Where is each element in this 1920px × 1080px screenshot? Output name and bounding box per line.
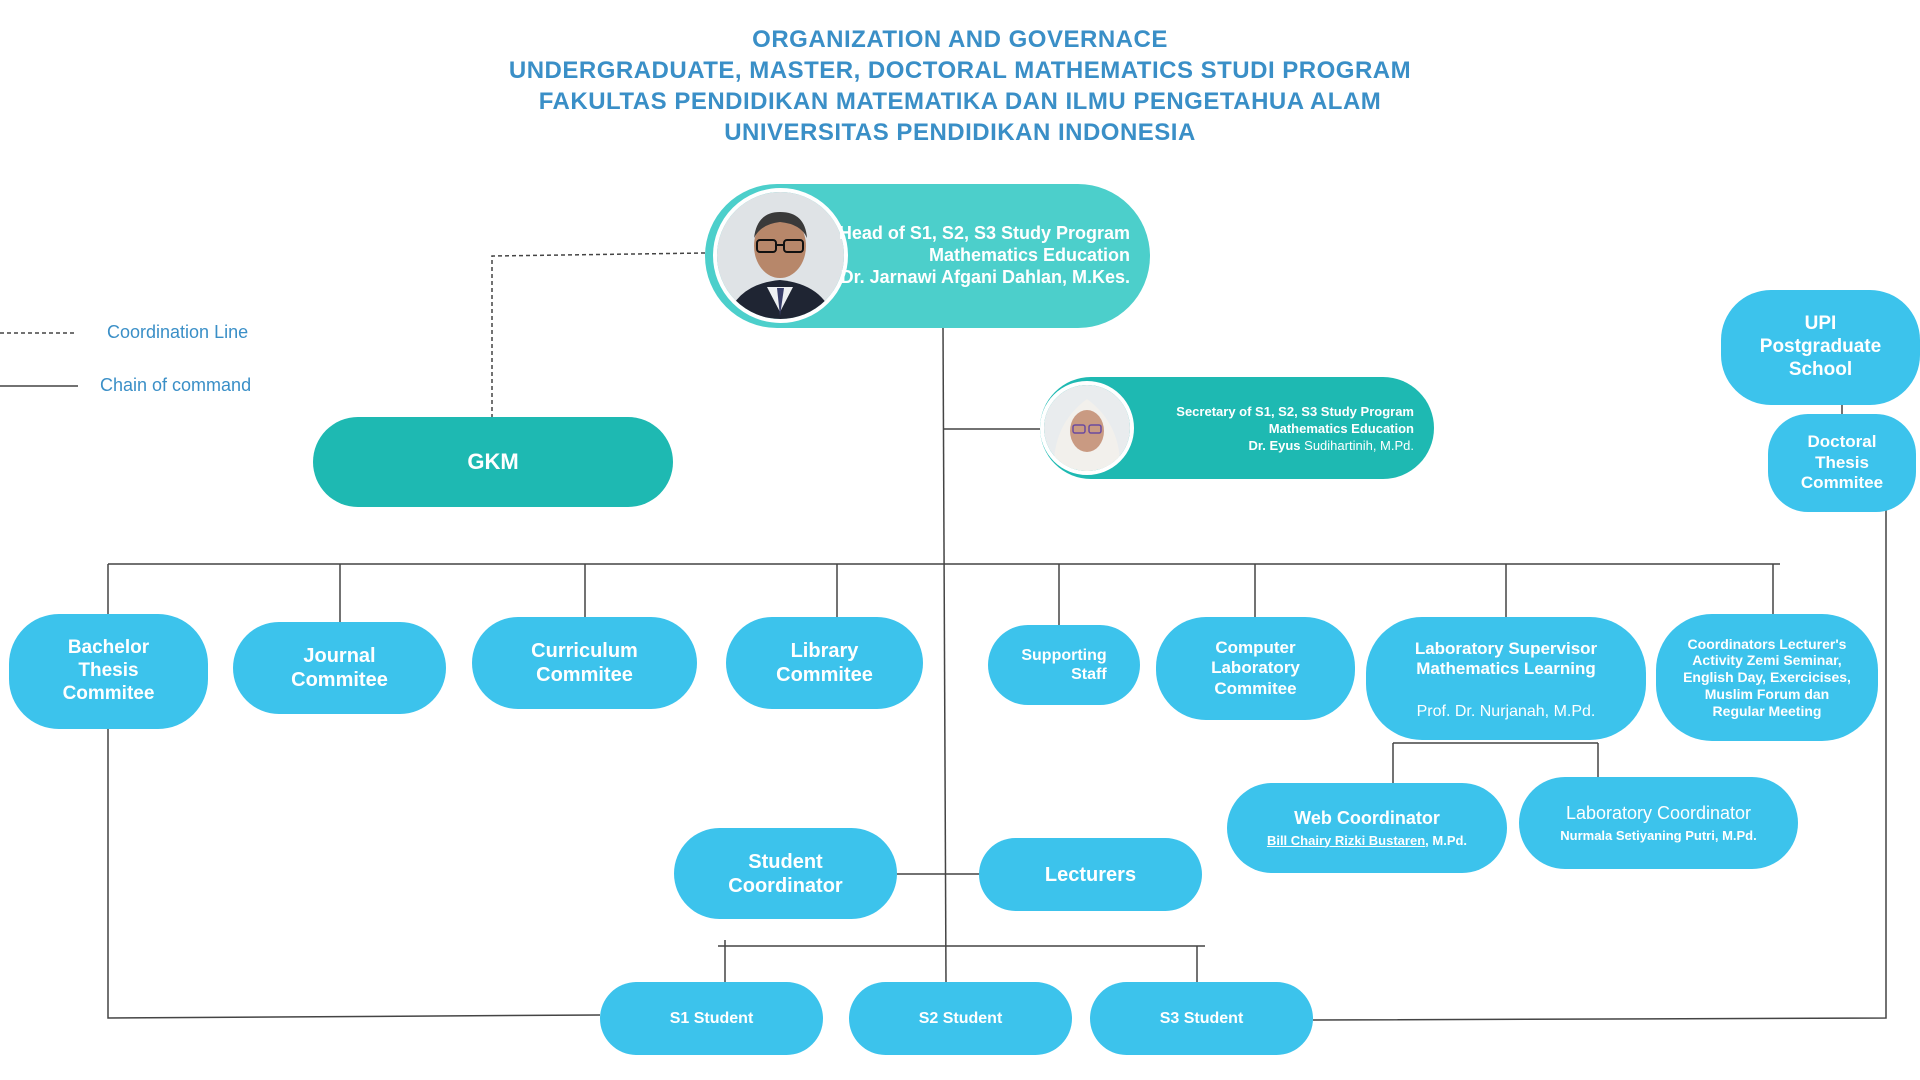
student-coordinator-node[interactable]: Student Coordinator xyxy=(674,828,897,919)
legend-command-label: Chain of command xyxy=(100,375,252,395)
head-title: Head of S1, S2, S3 Study Program xyxy=(838,223,1130,243)
lecturers-label: Lecturers xyxy=(1044,863,1137,886)
upi-postgraduate-node[interactable]: UPI Postgraduate School xyxy=(1721,290,1920,405)
web-coordinator-title: Web Coordinator xyxy=(1294,807,1440,828)
title-line-2: UNDERGRADUATE, MASTER, DOCTORAL MATHEMAT… xyxy=(508,57,1412,84)
lab-coordinator-node[interactable]: Laboratory Coordinator Nurmala Setiyanin… xyxy=(1519,777,1798,869)
supporting-staff-node[interactable]: Supporting Staff xyxy=(988,625,1140,705)
head-photo xyxy=(713,188,848,323)
lab-coordinator-name: Nurmala Setiyaning Putri, M.Pd. xyxy=(1560,827,1757,843)
main-trunk-line xyxy=(942,326,947,983)
gkm-coordination-line xyxy=(491,252,706,417)
head-name: Dr. Jarnawi Afgani Dahlan, M.Kes. xyxy=(840,267,1130,287)
secretary-program: Mathematics Education xyxy=(1268,421,1414,436)
lab-supervisor-name: Prof. Dr. Nurjanah, M.Pd. xyxy=(1416,702,1596,720)
head-program: Mathematics Education xyxy=(928,245,1130,265)
gkm-label: GKM xyxy=(467,448,519,474)
s1-student-label: S1 Student xyxy=(669,1009,754,1027)
library-committee-node[interactable]: Library Commitee xyxy=(726,617,923,709)
bachelor-thesis-label: Bachelor Thesis Commitee xyxy=(62,637,155,704)
doctoral-thesis-label: Doctoral Thesis Commitee xyxy=(1800,432,1884,493)
s3-student-node[interactable]: S3 Student xyxy=(1090,982,1313,1055)
upi-postgraduate-label: UPI Postgraduate School xyxy=(1759,313,1882,380)
s2-student-node[interactable]: S2 Student xyxy=(849,982,1072,1055)
lecturers-node[interactable]: Lecturers xyxy=(979,838,1202,911)
gkm-node[interactable]: GKM xyxy=(313,417,673,507)
curriculum-committee-node[interactable]: Curriculum Commitee xyxy=(472,617,697,709)
secretary-title: Secretary of S1, S2, S3 Study Program xyxy=(1176,404,1414,419)
lab-coordinator-title: Laboratory Coordinator xyxy=(1565,802,1752,823)
supporting-staff-label: Supporting Staff xyxy=(1021,646,1107,683)
coordinators-lecturer-label: Coordinators Lecturer's Activity Zemi Se… xyxy=(1683,635,1851,719)
secretary-photo xyxy=(1040,381,1134,475)
page-title: ORGANIZATION AND GOVERNACE UNDERGRADUATE… xyxy=(0,24,1920,148)
s2-student-label: S2 Student xyxy=(918,1009,1003,1027)
coordinators-lecturer-node[interactable]: Coordinators Lecturer's Activity Zemi Se… xyxy=(1656,614,1878,741)
s3-student-label: S3 Student xyxy=(1159,1009,1244,1027)
title-line-4: UNIVERSITAS PENDIDIKAN INDONESIA xyxy=(724,119,1196,146)
s1-student-node[interactable]: S1 Student xyxy=(600,982,823,1055)
secretary-name: Dr. Eyus Sudihartinih, M.Pd. xyxy=(1248,438,1414,453)
lab-supervisor-label: Laboratory Supervisor Mathematics Learni… xyxy=(1414,639,1598,679)
web-coordinator-name: Bill Chairy Rizki Bustaren, M.Pd. xyxy=(1266,832,1468,848)
lab-supervisor-node[interactable]: Laboratory Supervisor Mathematics Learni… xyxy=(1366,617,1646,740)
head-node[interactable]: Head of S1, S2, S3 Study Program Mathema… xyxy=(705,184,1150,328)
web-coordinator-node[interactable]: Web Coordinator Bill Chairy Rizki Bustar… xyxy=(1227,783,1507,873)
computer-lab-committee-label: Computer Laboratory Commitee xyxy=(1211,637,1300,698)
title-line-3: FAKULTAS PENDIDIKAN MATEMATIKA DAN ILMU … xyxy=(538,88,1382,115)
student-coordinator-label: Student Coordinator xyxy=(728,850,843,897)
curriculum-committee-label: Curriculum Commitee xyxy=(531,640,638,686)
doctoral-thesis-node[interactable]: Doctoral Thesis Commitee xyxy=(1768,414,1916,512)
secretary-node[interactable]: Secretary of S1, S2, S3 Study Program Ma… xyxy=(1040,377,1434,479)
legend-coordination-label: Coordination Line xyxy=(107,322,249,342)
journal-committee-node[interactable]: Journal Commitee xyxy=(233,622,446,714)
journal-committee-label: Journal Commitee xyxy=(291,645,388,691)
library-committee-label: Library Commitee xyxy=(776,640,873,686)
computer-lab-committee-node[interactable]: Computer Laboratory Commitee xyxy=(1156,617,1355,720)
bachelor-thesis-node[interactable]: Bachelor Thesis Commitee xyxy=(9,614,208,729)
title-line-1: ORGANIZATION AND GOVERNACE xyxy=(752,26,1168,53)
